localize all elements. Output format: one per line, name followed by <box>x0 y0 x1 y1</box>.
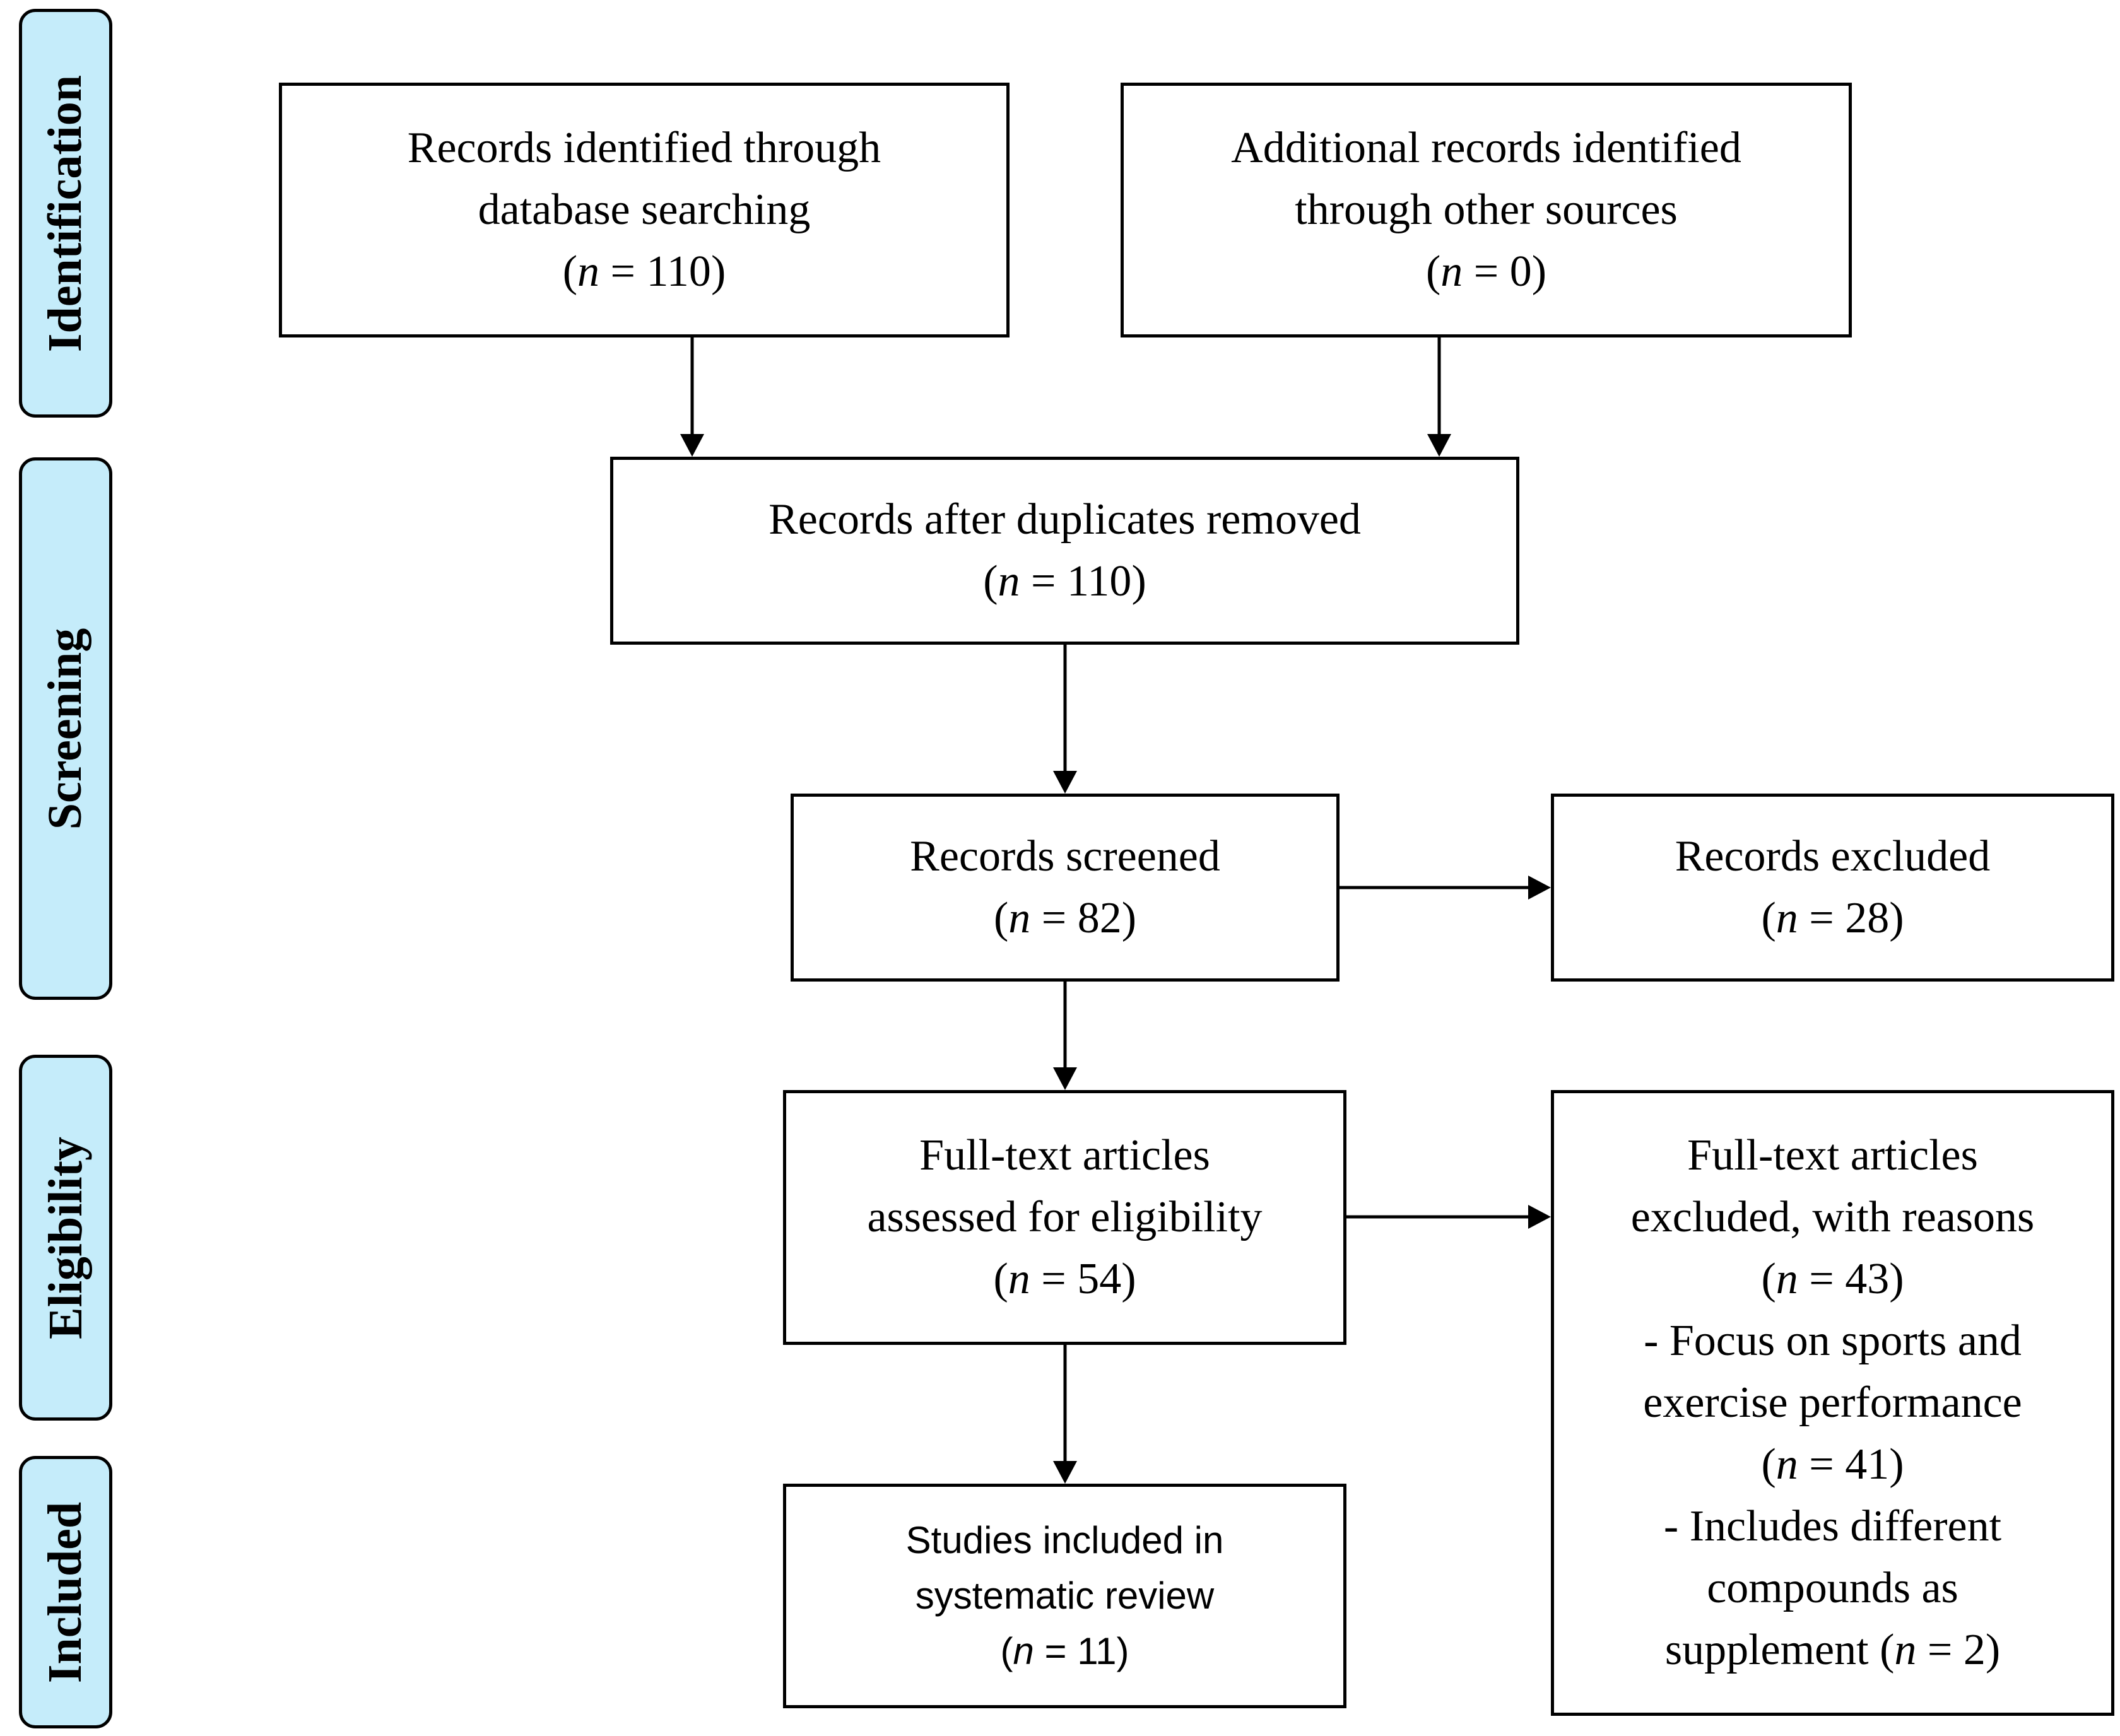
reason1-line1: - Focus on sports and <box>1644 1317 2022 1365</box>
deduplicated-records-box: Records after duplicates removed (n = 11… <box>610 457 1519 645</box>
fulltext-excluded-line2: excluded, with reasons <box>1630 1193 2035 1241</box>
screened-records-line1: Records screened <box>910 832 1220 881</box>
excluded-records-count: (n = 28) <box>1761 894 1904 942</box>
fulltext-excluded-line1: Full-text articles <box>1687 1131 1978 1180</box>
excluded-records-box: Records excluded (n = 28) <box>1551 794 2114 982</box>
arrowhead-database-to-dedup <box>680 434 704 457</box>
fulltext-assessed-line1: Full-text articles <box>919 1131 1210 1180</box>
other-sources-box: Additional records identified through ot… <box>1121 83 1852 337</box>
deduplicated-records-line1: Records after duplicates removed <box>768 495 1361 544</box>
screened-records-box: Records screened (n = 82) <box>791 794 1340 982</box>
studies-included-line2: systematic review <box>915 1575 1215 1617</box>
reason1-count: (n = 41) <box>1761 1440 1904 1489</box>
other-sources-count: (n = 0) <box>1425 247 1547 296</box>
fulltext-assessed-line2: assessed for eligibility <box>867 1193 1263 1241</box>
reason2-line3-count: supplement (n = 2) <box>1664 1626 2001 1674</box>
other-sources-line1: Additional records identified <box>1231 124 1741 172</box>
arrowhead-dedup-to-screened <box>1053 771 1077 794</box>
excluded-records-line1: Records excluded <box>1675 832 1991 881</box>
stage-included: Included <box>19 1456 112 1728</box>
stage-eligibility: Eligibility <box>19 1055 112 1421</box>
arrowhead-screened-to-fulltext <box>1053 1067 1077 1090</box>
fulltext-assessed-count: (n = 54) <box>993 1255 1136 1303</box>
reason1-line2: exercise performance <box>1643 1378 2022 1427</box>
arrowhead-other-to-dedup <box>1427 434 1451 457</box>
reason2-line2: compounds as <box>1707 1564 1958 1612</box>
studies-included-count: (n = 11) <box>1000 1630 1129 1672</box>
studies-included-box: Studies included in systematic review (n… <box>783 1484 1346 1708</box>
database-records-line1: Records identified through <box>407 124 881 172</box>
stage-identification: Identification <box>19 9 112 418</box>
deduplicated-records-count: (n = 110) <box>983 557 1146 606</box>
other-sources-line2: through other sources <box>1295 185 1678 234</box>
arrowhead-fulltext-to-excluded <box>1528 1205 1551 1229</box>
database-records-count: (n = 110) <box>562 247 726 296</box>
reason2-line1: - Includes different <box>1663 1502 2002 1551</box>
database-records-box: Records identified through database sear… <box>279 83 1010 337</box>
arrowhead-fulltext-to-included <box>1053 1461 1077 1484</box>
database-records-line2: database searching <box>478 185 811 234</box>
arrowhead-screened-to-excluded <box>1528 876 1551 900</box>
fulltext-excluded-count: (n = 43) <box>1761 1255 1904 1303</box>
studies-included-line1: Studies included in <box>905 1519 1224 1561</box>
stage-screening: Screening <box>19 457 112 1000</box>
screened-records-count: (n = 82) <box>993 894 1137 942</box>
fulltext-assessed-box: Full-text articles assessed for eligibil… <box>783 1090 1346 1345</box>
fulltext-excluded-box: Full-text articles excluded, with reason… <box>1551 1090 2114 1716</box>
